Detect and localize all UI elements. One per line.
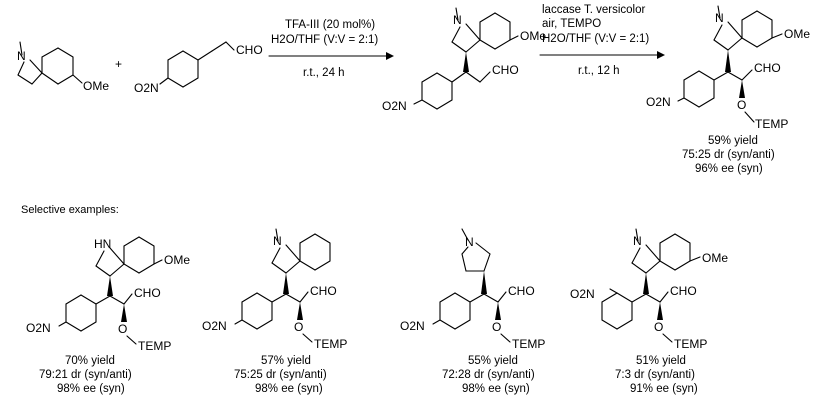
product-o2n: O2N [646,95,671,109]
example-3-n-label: N [465,235,474,249]
intermediate-wedge-bond [463,52,469,72]
example-4-o: O [654,320,663,334]
step1-solvent: H2O/THF (V:V = 2:1) [271,34,378,46]
reactant-indole-n-label: N [17,49,26,63]
example-1-results: 70% yield 79:21 dr (syn/anti) 98% ee (sy… [39,355,132,395]
example-4-cho: CHO [670,284,697,298]
plus-sign: + [115,57,122,71]
example-2-results: 57% yield 75:25 dr (syn/anti) 98% ee (sy… [234,355,327,395]
intermediate-n-label: N [453,13,462,27]
example-1-cho: CHO [134,286,161,300]
step2-enzyme: laccase T. versicolor [542,4,645,16]
step1-catalyst: TFA-III (20 mol%) [285,19,375,31]
example-1-temp: TEMP [138,339,171,353]
reactant-nitrocinnamaldehyde: O2N CHO [134,41,263,95]
example-2-wedge-2 [297,302,303,320]
example-3-cho: CHO [508,284,535,298]
example-2-structure: N CHO O TEMP O2N [202,228,347,351]
example-4-ee: 91% ee (syn) [630,383,698,395]
example-1-o: O [118,322,127,336]
example-1-wedge-2 [121,304,127,322]
step2-conditions: r.t., 12 h [578,65,620,77]
example-4-results: 51% yield 7:3 dr (syn/anti) 91% ee (syn) [615,355,698,395]
example-1-dr: 79:21 dr (syn/anti) [39,369,132,381]
step1-arrow-group: TFA-III (20 mol%) H2O/THF (V:V = 2:1) r.… [268,19,394,79]
step1-arrowhead [386,52,394,60]
example-4-yield: 51% yield [636,355,686,367]
product-wedge-bond-2 [739,80,745,98]
reactant-2-cho: CHO [236,43,263,57]
example-1-ee: 98% ee (syn) [57,383,125,395]
step2-solvent: H2O/THF (V:V = 2:1) [542,33,649,45]
example-3-yield: 55% yield [468,355,518,367]
reactant-indole-ome: OMe [83,79,109,93]
intermediate-o2n: O2N [382,99,407,113]
intermediate-cho: CHO [492,63,519,77]
example-1-hn: HN [94,237,111,251]
final-product: N OMe CHO O TEMP O2N [646,5,810,131]
step2-arrow-group: laccase T. versicolor air, TEMPO H2O/THF… [539,4,665,77]
example-2-o: O [294,320,303,334]
example-4-o2n: O2N [570,287,595,301]
example-1-o2n: O2N [26,321,51,335]
intermediate-aldehyde: N OMe CHO O2N [382,7,546,113]
example-4-ome: OMe [702,251,728,265]
example-4-n-label: N [633,234,642,248]
product-yield: 59% yield [708,135,758,147]
example-4-wedge-2 [657,302,663,320]
example-1-ome: OMe [164,253,190,267]
example-3-dr: 72:28 dr (syn/anti) [442,369,535,381]
example-1-structure: HN OMe CHO O TEMP O2N [26,236,190,353]
example-2-dr: 75:25 dr (syn/anti) [234,369,327,381]
example-3-o: O [492,320,501,334]
example-2-wedge-1 [283,273,289,294]
example-2-cho: CHO [310,284,337,298]
reactant-indole: N OMe [17,41,109,93]
example-3-wedge-1 [481,271,487,294]
example-4-dr: 7:3 dr (syn/anti) [615,369,695,381]
example-4-wedge-1 [643,273,649,294]
reactant-2-o2n: O2N [134,81,159,95]
product-results: 59% yield 75:25 dr (syn/anti) 96% ee (sy… [682,135,775,175]
example-2-ee: 98% ee (syn) [255,383,323,395]
example-4-structure: N OMe CHO O TEMP O2N [570,228,728,351]
example-3-o2n: O2N [400,319,425,333]
example-3-structure: N CHO O TEMP O2N [400,228,545,351]
step2-arrowhead [657,51,665,59]
product-cho: CHO [754,61,781,75]
product-wedge-bond-1 [725,50,731,72]
example-1-yield: 70% yield [65,355,115,367]
example-2-yield: 57% yield [261,355,311,367]
example-2-o2n: O2N [202,319,227,333]
product-n-label: N [715,11,724,25]
example-3-ee: 98% ee (syn) [462,383,530,395]
product-ee: 96% ee (syn) [695,163,763,175]
example-1-wedge-1 [107,276,113,296]
product-dr: 75:25 dr (syn/anti) [682,149,775,161]
example-2-temp: TEMP [314,337,347,351]
step2-reagents: air, TEMPO [542,18,601,30]
product-temp: TEMP [755,117,788,131]
example-3-results: 55% yield 72:28 dr (syn/anti) 98% ee (sy… [442,355,535,395]
product-o: O [737,98,746,112]
example-3-wedge-2 [495,302,501,320]
step1-conditions: r.t., 24 h [303,67,345,79]
example-2-n-label: N [273,234,282,248]
intermediate-ome: OMe [520,29,546,43]
example-4-temp: TEMP [674,337,707,351]
product-ome: OMe [784,27,810,41]
example-3-temp: TEMP [512,337,545,351]
examples-title: Selective examples: [21,204,119,216]
